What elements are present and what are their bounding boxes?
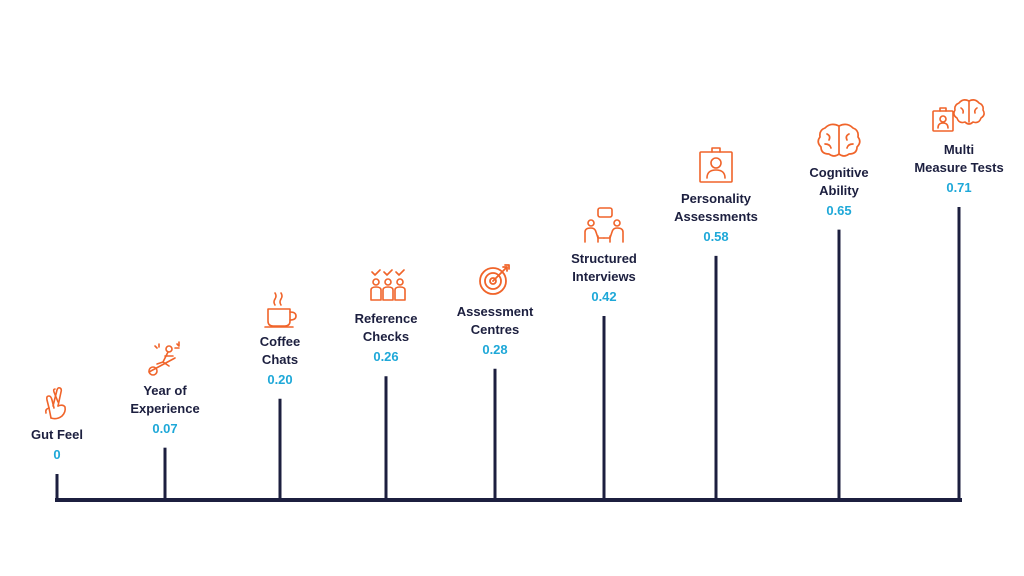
category-label-line: Personality	[680, 190, 752, 206]
category-label-gut-feel: Gut Feel	[31, 426, 83, 444]
category-label-line: Assessment	[456, 303, 534, 319]
value-label-assessment-centres: 0.28	[482, 341, 508, 357]
interview-icon	[574, 206, 634, 246]
category-label-line: Centres	[470, 321, 520, 337]
category-label-line: Coffee	[259, 333, 301, 349]
category-label-line: Multi	[943, 142, 975, 157]
category-label-line: Ability	[819, 182, 859, 198]
category-label-line: Interviews	[572, 269, 636, 285]
value-label-personality-assessments: 0.58	[703, 228, 729, 244]
crossed-fingers-icon	[27, 382, 87, 422]
value-label-coffee-chats: 0.20	[267, 371, 293, 387]
value-label-cognitive-ability: 0.65	[826, 202, 852, 218]
category-label-line: Measure Tests	[914, 160, 1004, 175]
category-label-line: Assessments	[674, 208, 758, 224]
category-label-line: Year of	[143, 382, 187, 398]
value-label-reference-checks: 0.26	[373, 349, 399, 365]
category-label-year-of-experience: Year of Experience	[130, 382, 199, 418]
brain-icon	[809, 120, 869, 160]
id-badge-icon	[686, 146, 746, 186]
value-label-structured-interviews: 0.42	[591, 289, 617, 305]
badge-brain-icon	[929, 97, 989, 137]
reference-people-icon	[356, 266, 416, 306]
value-label-year-of-experience: 0.07	[152, 420, 178, 436]
category-label-line: Reference	[354, 311, 418, 327]
category-label-line: Structured	[571, 251, 637, 267]
value-label-gut-feel: 0	[53, 447, 61, 462]
rising-person-icon	[135, 338, 195, 378]
category-label-line: Gut Feel	[30, 427, 84, 442]
target-icon	[465, 259, 525, 299]
coffee-cup-icon	[250, 289, 310, 329]
category-label-line: Chats	[261, 351, 299, 367]
category-label-line: Experience	[130, 400, 200, 416]
category-label-line: Cognitive	[809, 164, 869, 180]
category-label-line: Checks	[362, 329, 410, 345]
value-label-multi-measure-tests: 0.71	[946, 180, 972, 195]
